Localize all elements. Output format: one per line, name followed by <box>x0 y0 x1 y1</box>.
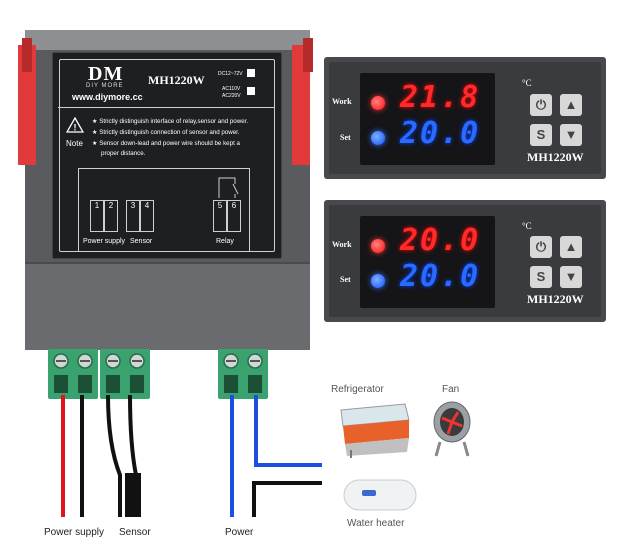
display-bottom-set-label: Set <box>340 275 351 284</box>
voltage-label-dc: DC12~72V <box>218 71 243 77</box>
display-bottom-model: MH1220W <box>527 292 584 306</box>
label-divider <box>58 107 274 108</box>
brand-name: DIY MORE <box>86 83 124 89</box>
module-top-rim <box>25 30 310 50</box>
display-bottom-up-button[interactable]: ▲ <box>560 236 582 258</box>
terminal-2: 2 <box>104 200 118 232</box>
module-label-panel <box>52 52 282 259</box>
left-clip-tab <box>22 38 32 72</box>
svg-text:!: ! <box>74 123 77 133</box>
note-line-3: ★ Sensor down-lead and power wire should… <box>92 140 240 147</box>
relay-switch-icon <box>218 177 239 198</box>
display-bottom-down-button[interactable]: ▼ <box>560 266 582 288</box>
terminal-4: 4 <box>140 200 154 232</box>
terminal-6: 6 <box>227 200 241 232</box>
display-bottom-set-button[interactable]: S <box>530 266 552 288</box>
voltage-checkbox-ac <box>247 87 255 95</box>
wire-label-power-supply: Power supply <box>44 527 105 538</box>
fan-icon <box>433 401 471 457</box>
terminal-3: 3 <box>126 200 140 232</box>
terminal-label-sensor: Sensor <box>130 238 153 245</box>
brand-logo: DM <box>88 63 124 85</box>
warning-icon: ! <box>66 117 84 133</box>
right-mounting-clip <box>292 45 310 165</box>
display-top-set-button[interactable]: S <box>530 124 552 146</box>
display-top-set-value: 20.0 <box>400 116 481 151</box>
display-top-set-label: Set <box>340 133 351 142</box>
display-top-work-value: 21.8 <box>400 80 481 115</box>
display-bottom-screen <box>360 216 495 308</box>
right-clip-tab <box>303 38 313 72</box>
display-top-unit: °C <box>522 78 532 88</box>
display-top-set-led <box>371 131 385 145</box>
display-top-down-button[interactable]: ▼ <box>560 124 582 146</box>
display-bottom-work-label: Work <box>332 240 352 249</box>
appliance-label-fan: Fan <box>442 384 460 395</box>
terminal-diagram <box>78 168 250 252</box>
module-model: MH1220W <box>148 73 205 87</box>
note-line-3b: proper distance. <box>101 150 146 157</box>
left-mounting-clip <box>18 45 36 165</box>
voltage-checkbox-dc <box>247 69 255 77</box>
terminal-blocks <box>48 349 268 399</box>
display-bottom-work-value: 20.0 <box>400 223 481 258</box>
module-lower-housing <box>25 262 310 350</box>
display-top-power-button[interactable]: ⏻ <box>530 94 552 116</box>
terminal-5: 5 <box>213 200 227 232</box>
note-line-1: ★ Strictly distinguish interface of rela… <box>92 118 249 125</box>
display-bottom-set-led <box>371 274 385 288</box>
brand-website: www.diymore.cc <box>72 92 143 102</box>
display-top-up-button[interactable]: ▲ <box>560 94 582 116</box>
water-heater-icon <box>343 479 417 511</box>
appliance-label-water-heater: Water heater <box>347 518 405 529</box>
appliance-label-refrigerator: Refrigerator <box>331 384 384 395</box>
voltage-label-ac220: AC220V <box>222 93 241 99</box>
terminal-label-relay: Relay <box>216 238 234 245</box>
display-top-screen <box>360 73 495 165</box>
note-line-2: ★ Strictly distinguish connection of sen… <box>92 129 240 136</box>
display-top-model: MH1220W <box>527 150 584 164</box>
display-bottom-power-button[interactable]: ⏻ <box>530 236 552 258</box>
display-bottom-work-led <box>371 239 385 253</box>
display-bottom-unit: °C <box>522 221 532 231</box>
refrigerator-icon <box>340 403 410 458</box>
wiring-diagram <box>61 395 322 517</box>
terminal-label-power-supply: Power supply <box>83 238 126 245</box>
voltage-label-ac110: AC110V <box>222 86 241 92</box>
note-label: Note <box>66 139 83 148</box>
wire-label-power: Power <box>225 527 254 538</box>
wire-label-sensor: Sensor <box>119 527 151 538</box>
display-top-work-label: Work <box>332 97 352 106</box>
display-bottom-set-value: 20.0 <box>400 259 481 294</box>
display-top-work-led <box>371 96 385 110</box>
terminal-1: 1 <box>90 200 104 232</box>
